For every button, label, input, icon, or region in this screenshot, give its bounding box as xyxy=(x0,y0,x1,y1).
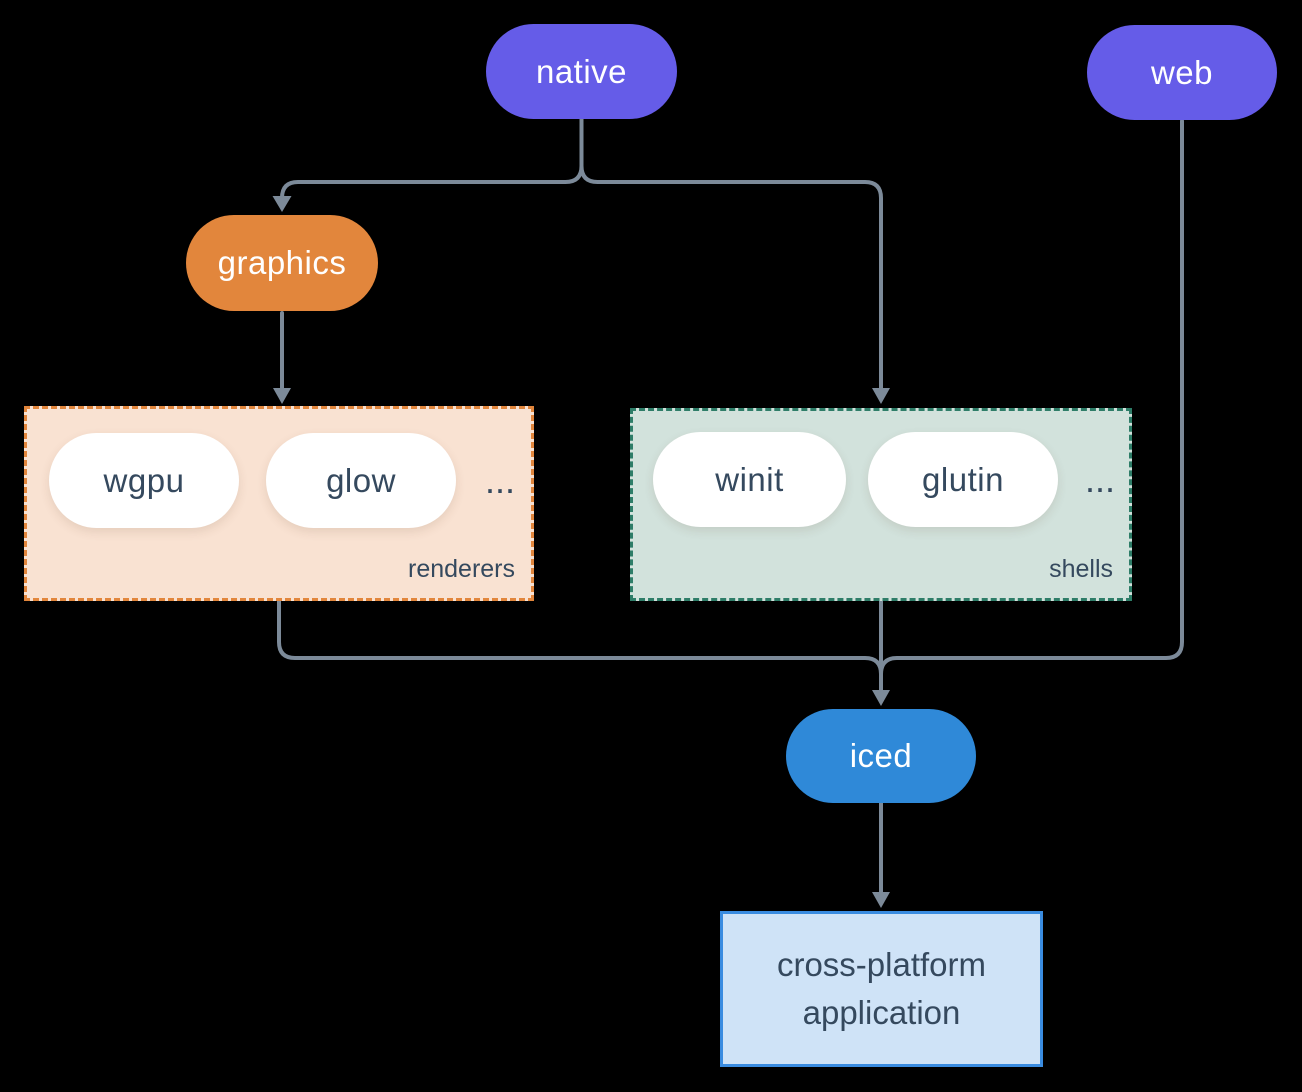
arrowhead-application xyxy=(872,892,890,908)
arrowhead-iced xyxy=(872,690,890,706)
node-web: web xyxy=(1087,25,1277,120)
arrowhead-shells xyxy=(872,388,890,404)
node-winit: winit xyxy=(653,432,846,527)
node-glow: glow xyxy=(266,433,456,528)
arrowhead-graphics xyxy=(272,196,292,212)
group-renderers: wgpu glow ... renderers xyxy=(24,406,534,601)
application-label-line2: application xyxy=(802,994,961,1031)
node-native: native xyxy=(486,24,677,119)
application-label-line1: cross-platform xyxy=(776,946,987,984)
node-graphics: graphics xyxy=(186,215,378,311)
arrowhead-renderers xyxy=(273,388,291,404)
node-iced: iced xyxy=(786,709,976,803)
node-wgpu: wgpu xyxy=(49,433,239,528)
renderers-ellipsis: ... xyxy=(484,459,515,501)
shells-group-label: shells xyxy=(1049,555,1113,583)
connector-native-graphics xyxy=(280,117,584,200)
connector-renderers-iced xyxy=(277,599,883,676)
connector-native-shells xyxy=(579,117,883,390)
group-shells: winit glutin ... shells xyxy=(630,408,1132,601)
node-glutin: glutin xyxy=(868,432,1058,527)
node-application: cross-platform application xyxy=(720,911,1043,1067)
renderers-group-label: renderers xyxy=(408,555,515,583)
shells-ellipsis: ... xyxy=(1084,458,1115,500)
